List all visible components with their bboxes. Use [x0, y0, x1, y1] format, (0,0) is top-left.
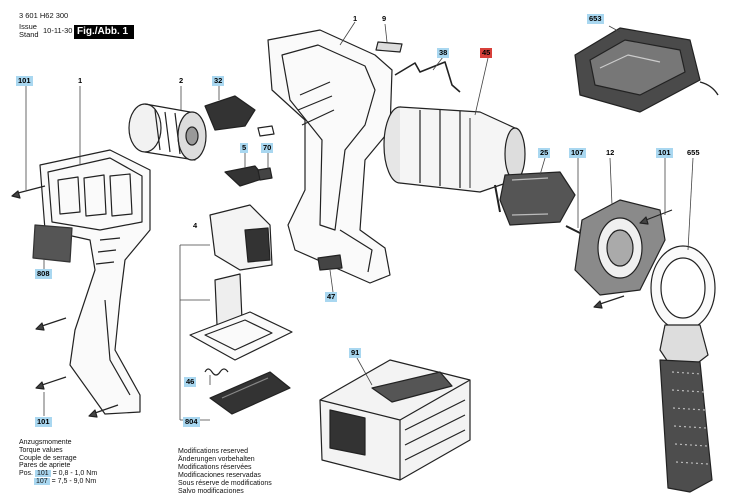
callout-38: 38: [437, 48, 450, 58]
callout-47: 47: [325, 292, 338, 302]
legend-line: Couple de serrage: [19, 454, 77, 462]
screws-101-right: [593, 209, 673, 309]
torque-legend: Anzugsmomente Torque values Couple de se…: [19, 439, 97, 486]
label-tag-808: [32, 224, 73, 263]
label-9: [375, 41, 403, 53]
main-housing-shell: [267, 29, 393, 284]
callout-804: 804: [183, 417, 200, 427]
switch-cap-32: [204, 95, 275, 137]
pos-label: Pos.: [19, 470, 34, 478]
gearbox: [383, 106, 526, 193]
note-line: Salvo modificaciones: [178, 487, 244, 495]
note-line: Sous réserve de modifications: [178, 479, 272, 487]
callout-101-bottom: 101: [35, 417, 52, 427]
legend-line: Torque values: [19, 446, 63, 454]
note-line: Modifications réservées: [178, 463, 252, 471]
callout-2: 2: [179, 76, 184, 85]
electronics-board: [189, 311, 293, 361]
callout-9: 9: [382, 14, 387, 23]
left-housing-shell: [39, 149, 151, 415]
spring: [204, 368, 229, 376]
stand-label: Stand: [19, 30, 39, 39]
chuck: [494, 171, 576, 226]
legend-line: Anzugsmomente: [19, 439, 72, 446]
note-line: Modificaciones reservadas: [178, 471, 261, 479]
callout-655: 655: [687, 148, 700, 157]
motor: [128, 103, 207, 161]
screws-101-left: [11, 185, 119, 418]
callout-101-right: 101: [656, 148, 673, 158]
auxiliary-handle: [650, 245, 716, 493]
clip-47: [317, 254, 343, 271]
callout-45: 45: [480, 48, 493, 58]
callout-25: 25: [538, 148, 551, 158]
battery-charger: [574, 27, 719, 113]
callout-12: 12: [606, 148, 615, 157]
pos-107: 107: [34, 477, 50, 485]
legend-torque-row-2: 107 = 7,5 - 9,0 Nm: [19, 477, 97, 486]
modifications-notes: Modifications reserved Änderungen vorbeh…: [178, 448, 272, 495]
switch-parts-5-70: [224, 165, 273, 187]
wire-clip: [394, 61, 461, 93]
figure-label: Fig./Abb. 1: [74, 25, 134, 39]
legend-line: Pares de apriete: [19, 462, 71, 470]
callout-46: 46: [184, 377, 197, 387]
switch-module: [209, 204, 273, 326]
part-number: 3 601 H62 300: [19, 11, 69, 20]
battery-pack: [319, 359, 471, 481]
callout-70: 70: [261, 143, 274, 153]
note-line: Änderungen vorbehalten: [178, 455, 255, 463]
torque-value-101: = 0,8 - 1,0 Nm: [52, 470, 98, 478]
issue-date: 10-11-30: [43, 26, 73, 35]
callout-4: 4: [193, 221, 198, 230]
callout-101-left: 101: [16, 76, 33, 86]
issue-label: Issue: [19, 22, 37, 31]
torque-value-107: = 7,5 - 9,0 Nm: [51, 477, 97, 485]
callout-107: 107: [569, 148, 586, 158]
legend-torque-row-1: Pos. 101 = 0,8 - 1,0 Nm: [19, 470, 97, 478]
callout-808: 808: [35, 269, 52, 279]
contact-plate: [209, 371, 291, 415]
pos-101: 101: [34, 470, 51, 478]
note-line: Modifications reserved: [178, 448, 249, 455]
callout-1-left: 1: [78, 76, 83, 85]
callout-5: 5: [240, 143, 249, 153]
callout-32: 32: [212, 76, 225, 86]
callout-91: 91: [349, 348, 362, 358]
callout-653: 653: [587, 14, 604, 24]
callout-1-housing: 1: [353, 14, 358, 23]
